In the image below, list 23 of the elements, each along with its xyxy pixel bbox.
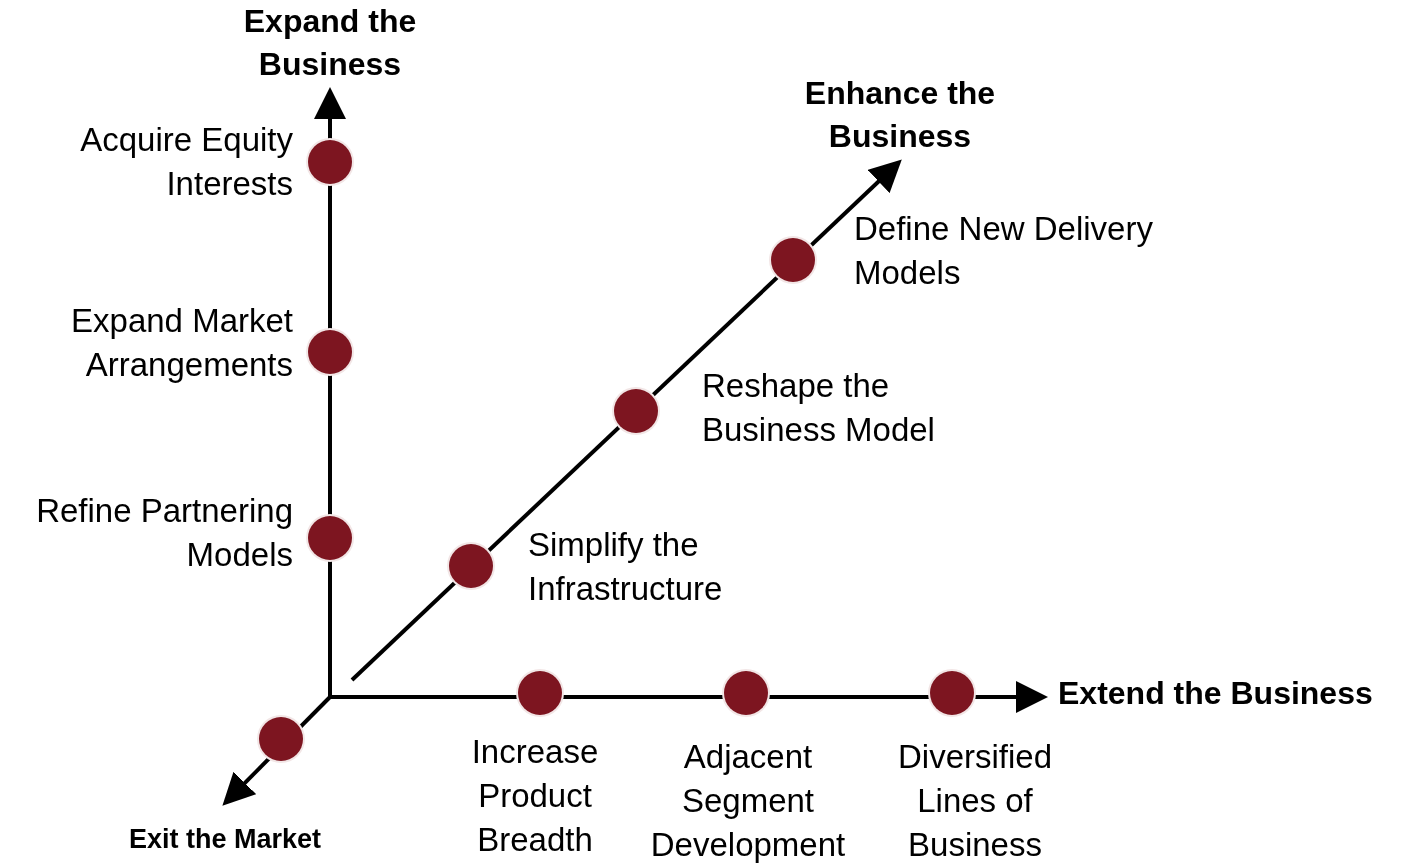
- point-label: Refine Partnering Models: [35, 491, 293, 575]
- point-marker: [518, 671, 562, 715]
- point-label: Simplify the Infrastructure: [528, 525, 724, 609]
- axis-title: Enhance the Business: [803, 74, 997, 156]
- point-label: Acquire Equity Interests: [79, 120, 293, 204]
- point-marker: [308, 516, 352, 560]
- point-label: Diversified Lines of Business: [896, 737, 1053, 863]
- point-marker: [771, 238, 815, 282]
- point-marker: [449, 544, 493, 588]
- axis-title: Exit the Market: [127, 823, 323, 856]
- point-label: Increase Product Breadth: [470, 732, 600, 860]
- point-marker: [259, 717, 303, 761]
- point-label: Define New Delivery Models: [854, 209, 1154, 293]
- point-marker: [308, 140, 352, 184]
- point-marker: [308, 330, 352, 374]
- axis-title: Extend the Business: [1058, 674, 1374, 713]
- point-label: Expand Market Arrangements: [70, 301, 293, 385]
- point-label: Adjacent Segment Development: [649, 737, 847, 863]
- point-marker: [930, 671, 974, 715]
- point-marker: [614, 389, 658, 433]
- point-label: Reshape the Business Model: [702, 366, 936, 450]
- point-marker: [724, 671, 768, 715]
- axis-title: Expand the Business: [242, 2, 418, 84]
